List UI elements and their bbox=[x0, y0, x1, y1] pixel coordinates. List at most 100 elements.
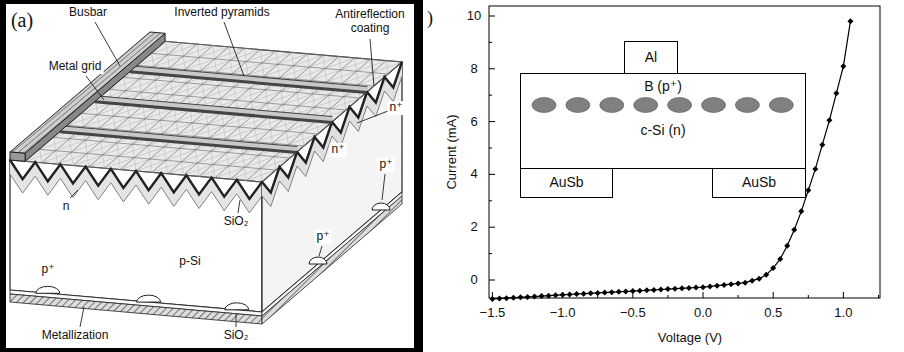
pyramid-edge bbox=[278, 64, 280, 77]
busbar-side bbox=[25, 33, 165, 161]
left-panel bbox=[6, 4, 414, 348]
pyramid-edge bbox=[166, 41, 168, 54]
pyramid-edge bbox=[140, 79, 142, 92]
data-marker bbox=[672, 286, 678, 292]
data-marker bbox=[791, 227, 797, 233]
part-label: SiO₂ bbox=[222, 215, 251, 229]
data-marker bbox=[609, 289, 615, 295]
data-marker bbox=[651, 287, 657, 293]
axis-tick bbox=[843, 292, 844, 298]
pyramid-edge bbox=[308, 54, 310, 67]
metal-finger-top bbox=[130, 68, 367, 89]
tick-label: 8 bbox=[468, 61, 479, 76]
box-text: AuSb bbox=[742, 174, 776, 191]
leader-line bbox=[370, 39, 374, 86]
pyramid-edge bbox=[211, 151, 213, 164]
part-label: ) bbox=[425, 8, 435, 29]
axis-title: Current (mA) bbox=[445, 112, 460, 191]
data-marker bbox=[847, 18, 853, 24]
pyramid-edge bbox=[180, 148, 182, 161]
particle bbox=[769, 98, 793, 113]
leader-line bbox=[224, 22, 244, 76]
rear-oxide bbox=[262, 192, 402, 316]
leader-lines bbox=[70, 22, 388, 327]
pyramid-edge bbox=[281, 91, 283, 104]
pyramid-edge bbox=[182, 162, 184, 175]
metal-finger bbox=[130, 69, 367, 90]
oxide-coating bbox=[10, 160, 262, 199]
pyramid-edge bbox=[274, 157, 276, 170]
box-text: Al bbox=[645, 49, 657, 66]
data-marker bbox=[742, 280, 748, 286]
pyramid-edge bbox=[155, 80, 157, 93]
part-label: n bbox=[61, 200, 72, 214]
electrode-box: AuSb bbox=[520, 168, 613, 198]
pyramid-edge bbox=[245, 167, 247, 180]
pyramid-edge bbox=[98, 115, 100, 128]
pyramid-edge bbox=[152, 53, 154, 66]
data-marker bbox=[616, 289, 622, 295]
side-face bbox=[262, 62, 402, 312]
right-panel bbox=[423, 0, 904, 352]
tick-label: 1.0 bbox=[832, 306, 854, 321]
pyramid-edge bbox=[196, 150, 198, 163]
part-label: (a) bbox=[9, 9, 35, 32]
busbar-end bbox=[10, 152, 25, 161]
busbar bbox=[10, 32, 165, 153]
data-marker bbox=[707, 283, 713, 289]
data-marker bbox=[630, 288, 636, 294]
leader-line bbox=[357, 111, 388, 123]
pyramid-edge bbox=[266, 90, 268, 103]
axis-tick bbox=[489, 253, 492, 254]
tick-label: 0.5 bbox=[762, 306, 784, 321]
front-face bbox=[10, 160, 262, 312]
pyramid-edge bbox=[213, 46, 215, 59]
data-marker bbox=[532, 293, 538, 299]
data-marker bbox=[826, 117, 832, 123]
pyramid-edge bbox=[260, 50, 262, 63]
axis-tick bbox=[489, 200, 492, 201]
data-marker bbox=[693, 285, 699, 291]
tick-label: −0.5 bbox=[618, 306, 648, 321]
data-marker bbox=[735, 280, 741, 286]
pyramid-edge bbox=[101, 142, 103, 155]
pyramid-edge bbox=[164, 147, 166, 160]
pyramid-edge bbox=[124, 77, 126, 90]
data-marker bbox=[756, 276, 762, 282]
particle bbox=[566, 98, 590, 113]
tick-label: −1.5 bbox=[478, 306, 508, 321]
data-marker bbox=[770, 265, 776, 271]
axis-tick bbox=[489, 174, 495, 175]
pyramid-edge bbox=[323, 55, 325, 68]
data-marker bbox=[714, 283, 720, 289]
metal-finger bbox=[95, 99, 332, 120]
pyramid-edge bbox=[276, 51, 278, 64]
axis-tick bbox=[489, 68, 495, 69]
p-plus-contact bbox=[309, 257, 327, 264]
pyramid-edge bbox=[134, 158, 136, 171]
leader-line bbox=[70, 190, 78, 198]
data-marker bbox=[503, 295, 509, 301]
data-marker bbox=[721, 282, 727, 288]
data-marker bbox=[553, 292, 559, 298]
leader-line bbox=[238, 200, 240, 213]
particle bbox=[735, 98, 759, 113]
pyramid-edge bbox=[287, 131, 289, 144]
particle bbox=[532, 98, 556, 113]
pyramid-edge bbox=[250, 88, 252, 101]
tick-label: −1.0 bbox=[548, 306, 578, 321]
data-marker bbox=[595, 290, 601, 296]
pyramid-edge bbox=[292, 52, 294, 65]
data-marker bbox=[700, 284, 706, 290]
pyramid-edge bbox=[215, 59, 217, 72]
data-marker bbox=[819, 142, 825, 148]
pyramid-edge bbox=[339, 57, 341, 70]
data-marker bbox=[574, 291, 580, 297]
data-marker bbox=[665, 286, 671, 292]
part-label: Metallization bbox=[40, 329, 111, 343]
pyramid-edge bbox=[294, 66, 296, 79]
plot-frame bbox=[489, 6, 880, 298]
pyramid-edge bbox=[87, 154, 89, 167]
tick-label: 10 bbox=[465, 9, 483, 24]
pyramid-edge bbox=[297, 93, 299, 106]
